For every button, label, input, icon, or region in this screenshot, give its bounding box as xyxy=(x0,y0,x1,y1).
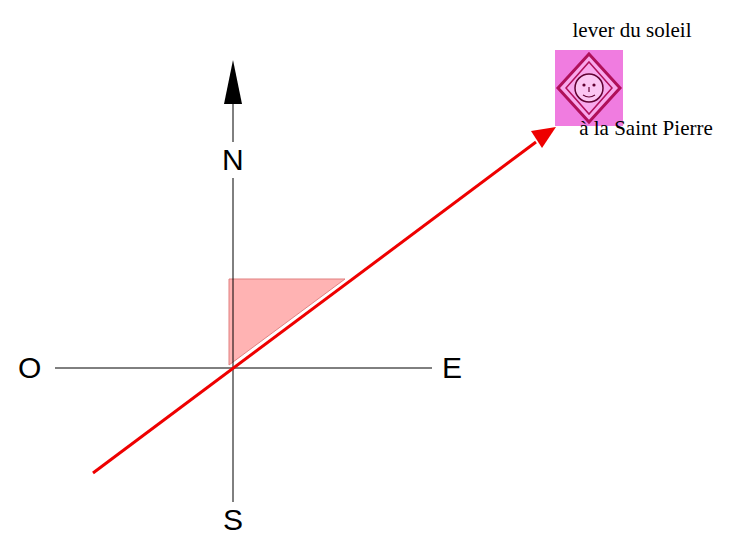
north-arrowhead xyxy=(224,60,242,104)
north-label: N xyxy=(220,142,246,178)
feast-note: à la Saint Pierre xyxy=(578,116,714,141)
south-label: S xyxy=(221,502,245,538)
west-label: O xyxy=(16,350,43,386)
sunrise-direction xyxy=(93,142,536,473)
east-west-axis xyxy=(55,368,432,369)
sunrise-arrowhead xyxy=(531,127,556,148)
angle-triangle xyxy=(229,279,345,365)
sunrise-note: lever du soleil xyxy=(552,18,712,43)
sun-icon xyxy=(555,50,623,126)
east-label: E xyxy=(440,350,464,386)
